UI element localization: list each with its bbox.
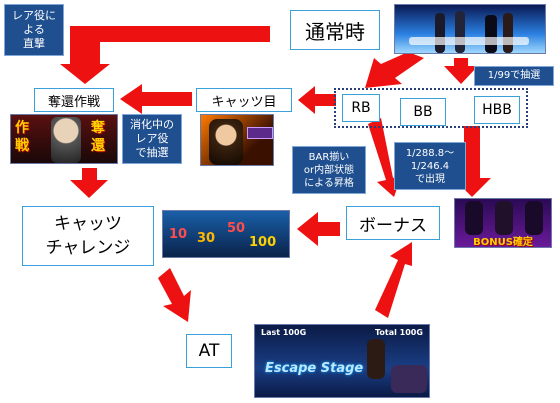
- arrow-escape-to-bonus: [375, 242, 412, 318]
- arrow-normal-to-dakkan: [60, 26, 270, 84]
- arrow-normal-to-rb: [365, 52, 424, 88]
- cats-num-50: 50: [227, 221, 246, 236]
- image-bonus: BONUS確定: [454, 198, 552, 248]
- dakkan-right-text: 奪還: [91, 120, 105, 154]
- node-bb: BB: [400, 98, 446, 126]
- arrow-catseye-to-dakkan: [120, 84, 192, 114]
- escape-total: Total 100G: [375, 328, 423, 337]
- note-rare-draw: 消化中の レア役 で抽選: [122, 114, 182, 164]
- note-draw-1-99: 1/99で抽選: [474, 66, 554, 86]
- node-rb: RB: [342, 94, 380, 122]
- note-bar-promo: BAR揃い or内部状態 による昇格: [292, 146, 366, 194]
- dakkan-left-text: 作戦: [15, 120, 29, 154]
- node-hbb: HBB: [474, 96, 520, 124]
- arrow-rb-to-catseye: [298, 86, 336, 114]
- image-normal-screen: [394, 4, 546, 54]
- cats-num-10: 10: [169, 227, 188, 242]
- node-dakkan: 奪還作戦: [34, 88, 114, 112]
- note-rare-direct: レア役に よる 直撃: [4, 4, 64, 56]
- image-cats-challenge: 10 30 50 100: [162, 210, 290, 258]
- escape-last: Last 100G: [261, 328, 307, 337]
- note-bonus-odds: 1/288.8～ 1/246.4 で出現: [394, 142, 466, 190]
- image-escape-stage: Last 100G Total 100G Escape Stage: [254, 324, 430, 398]
- image-dakkan: 作戦 奪還: [10, 114, 118, 164]
- node-bonus: ボーナス: [346, 206, 440, 240]
- arrow-cc-to-at: [158, 268, 191, 322]
- arrow-bonus-to-cc: [297, 212, 340, 246]
- cats-num-30: 30: [197, 231, 216, 246]
- node-cats-challenge: キャッツ チャレンジ: [22, 206, 154, 266]
- escape-title: Escape Stage: [265, 361, 364, 376]
- image-cats-eye: [200, 114, 274, 166]
- bonus-type-group: [334, 88, 528, 128]
- node-normal: 通常時: [290, 10, 380, 50]
- node-cats-eye: キャッツ目: [196, 88, 292, 112]
- node-at: AT: [186, 334, 232, 368]
- bonus-banner-text: BONUS確定: [473, 237, 533, 248]
- arrow-dakkan-to-cc: [70, 168, 108, 198]
- cats-num-100: 100: [249, 235, 277, 250]
- arrow-rb-to-bonus: [368, 118, 402, 197]
- arrow-normal-to-bonus-group: [444, 58, 478, 84]
